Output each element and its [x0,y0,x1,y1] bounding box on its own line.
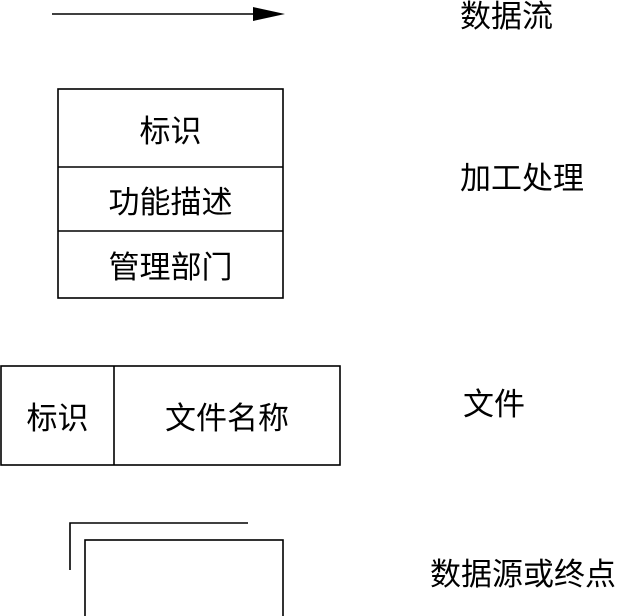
source-box [84,539,284,616]
process-row-function-text: 功能描述 [108,184,233,221]
process-symbol [57,88,284,299]
file-box [0,365,341,466]
process-box [57,88,284,299]
process-row-id-text: 标识 [139,113,202,150]
file-id-text: 标识 [26,401,89,437]
file-symbol [0,365,341,466]
process-row-function: 功能描述 [58,167,283,231]
file-id-cell: 标识 [1,366,114,465]
source-sink-symbol [69,522,284,616]
process-row-department: 管理部门 [58,231,283,298]
process-row-id: 标识 [58,89,283,167]
source-sink-label: 数据源或终点 [430,557,616,593]
process-label: 加工处理 [460,161,584,197]
process-row-department-text: 管理部门 [108,250,233,286]
data-flow-arrow [52,7,285,21]
file-name-text: 文件名称 [165,401,289,437]
arrow-head [253,7,285,21]
source-shadow-corner [69,522,248,570]
data-flow-label: 数据流 [460,0,553,35]
file-name-cell: 文件名称 [114,366,340,465]
file-label: 文件 [463,387,525,423]
